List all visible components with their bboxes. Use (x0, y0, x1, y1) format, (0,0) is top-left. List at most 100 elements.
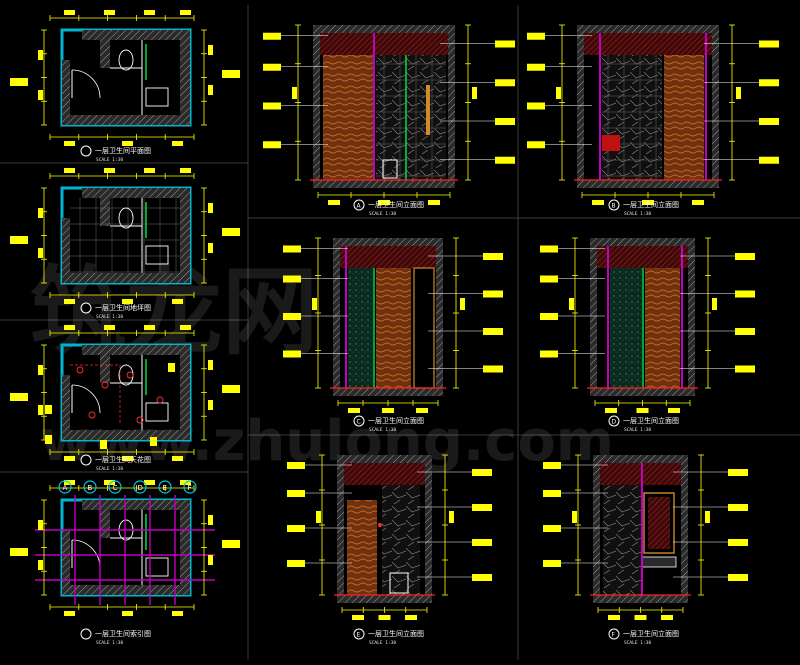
dimension-tag (122, 611, 133, 616)
floor-slab (337, 595, 432, 603)
plan-wall-hatch (180, 500, 190, 595)
side-wall (333, 238, 340, 396)
ceiling-void (597, 246, 688, 268)
dimension-tag (38, 520, 43, 530)
plan-wall-hatch (180, 345, 190, 440)
dimension-tag (736, 87, 741, 99)
side-wall (712, 25, 719, 188)
basin (145, 557, 169, 577)
svg-text:SCALE 1:30: SCALE 1:30 (624, 211, 651, 217)
plan-wall-hatch (62, 273, 190, 283)
svg-text:SCALE 1:30: SCALE 1:30 (369, 640, 396, 646)
elevation-title-d: D 一层卫生间立面图 SCALE 1:30 (608, 415, 679, 433)
material-tag (540, 313, 558, 320)
toilet-front (389, 572, 409, 594)
ceiling-light (126, 371, 134, 379)
floor-tiles (70, 198, 180, 273)
dimension-tag (208, 85, 213, 95)
ceiling-light (76, 366, 84, 374)
dimension-tag (172, 141, 183, 146)
svg-text:SCALE 1:30: SCALE 1:30 (369, 211, 396, 217)
material-tag (287, 560, 305, 567)
material-tag (495, 40, 515, 48)
material-tag (483, 365, 503, 373)
dimension-tag (64, 611, 75, 616)
door-swing (71, 69, 101, 99)
ceiling-void (600, 463, 681, 485)
dimension-tag (712, 298, 717, 310)
callout-tag (10, 548, 28, 556)
dimension-tag (572, 511, 577, 523)
basin (145, 87, 169, 107)
vanity (641, 556, 677, 568)
plan-wall-hatch (82, 30, 190, 40)
plan-panels (10, 10, 240, 616)
material-tag (527, 141, 545, 149)
callout-tag (222, 228, 240, 236)
material-tag (759, 79, 779, 87)
ceiling-line (70, 364, 121, 425)
dimension-tag (705, 511, 710, 523)
callout-tag (10, 393, 28, 401)
material-tag (483, 328, 503, 335)
basin (145, 245, 169, 265)
plan-wall-hatch (82, 188, 190, 198)
elevation-title-a: A 一层卫生间立面图 SCALE 1:30 (353, 199, 424, 217)
svg-text:SCALE 1:30: SCALE 1:30 (369, 427, 396, 433)
svg-text:D: D (612, 419, 617, 426)
ceiling-light (156, 396, 164, 404)
dimension-tag (38, 208, 43, 218)
plan-title-4: 一层卫生间索引图 SCALE 1:30 (80, 628, 151, 646)
callout-tag (45, 405, 52, 414)
plan-wall-hatch (62, 218, 70, 283)
material-tag (287, 490, 305, 497)
ceiling-slab (333, 238, 443, 246)
dimension-tag (460, 298, 465, 310)
dimension-tag (352, 615, 364, 620)
ceiling-void (584, 33, 712, 55)
dimension-tag (449, 511, 454, 523)
floor-slab (593, 595, 688, 603)
material-tag (283, 350, 301, 358)
elevation-title-b: B 一层卫生间立面图 SCALE 1:30 (608, 199, 679, 217)
elevation-title-f: F 一层卫生间立面图 SCALE 1:30 (608, 628, 679, 646)
marble-panel (603, 485, 641, 595)
dimension-tag (208, 203, 213, 213)
dimension-tag (634, 615, 647, 620)
svg-text:一层卫生间立面图: 一层卫生间立面图 (368, 200, 424, 209)
ceiling-void (320, 33, 448, 55)
material-tag (543, 560, 561, 567)
material-tag (495, 156, 515, 164)
material-tag (495, 118, 515, 125)
dimension-tag (378, 615, 391, 620)
svg-text:一层卫生间立面图: 一层卫生间立面图 (623, 629, 679, 638)
side-wall (681, 455, 688, 603)
floor-plan-4 (10, 480, 240, 616)
dimension-tag (208, 515, 213, 525)
dimension-tag (64, 299, 75, 304)
material-tag (263, 102, 281, 110)
dimension-tag (592, 200, 604, 205)
dimension-tag (122, 456, 133, 461)
dimension-tag (144, 10, 155, 15)
dimension-tag (172, 611, 183, 616)
svg-text:一层卫生间索引图: 一层卫生间索引图 (95, 629, 151, 638)
plan-wall-hatch (62, 60, 70, 125)
floor-slab (313, 180, 455, 188)
plan-wall-hatch (62, 530, 70, 595)
floor-slab (577, 180, 719, 188)
ceiling-slab (590, 238, 695, 246)
floor-slab (333, 388, 443, 396)
plan-wall-hatch (100, 355, 110, 383)
dimension-tag (382, 408, 394, 413)
svg-text:一层卫生间地坪图: 一层卫生间地坪图 (95, 303, 151, 312)
material-tag (527, 63, 545, 71)
material-tag (759, 118, 779, 125)
floor-plan-3 (10, 325, 240, 461)
dimension-tag (104, 168, 115, 173)
dimension-tag (38, 560, 43, 570)
svg-text:B: B (88, 484, 93, 492)
dimension-tag (208, 45, 213, 55)
material-tag (728, 504, 748, 511)
elevation-f (543, 454, 748, 620)
